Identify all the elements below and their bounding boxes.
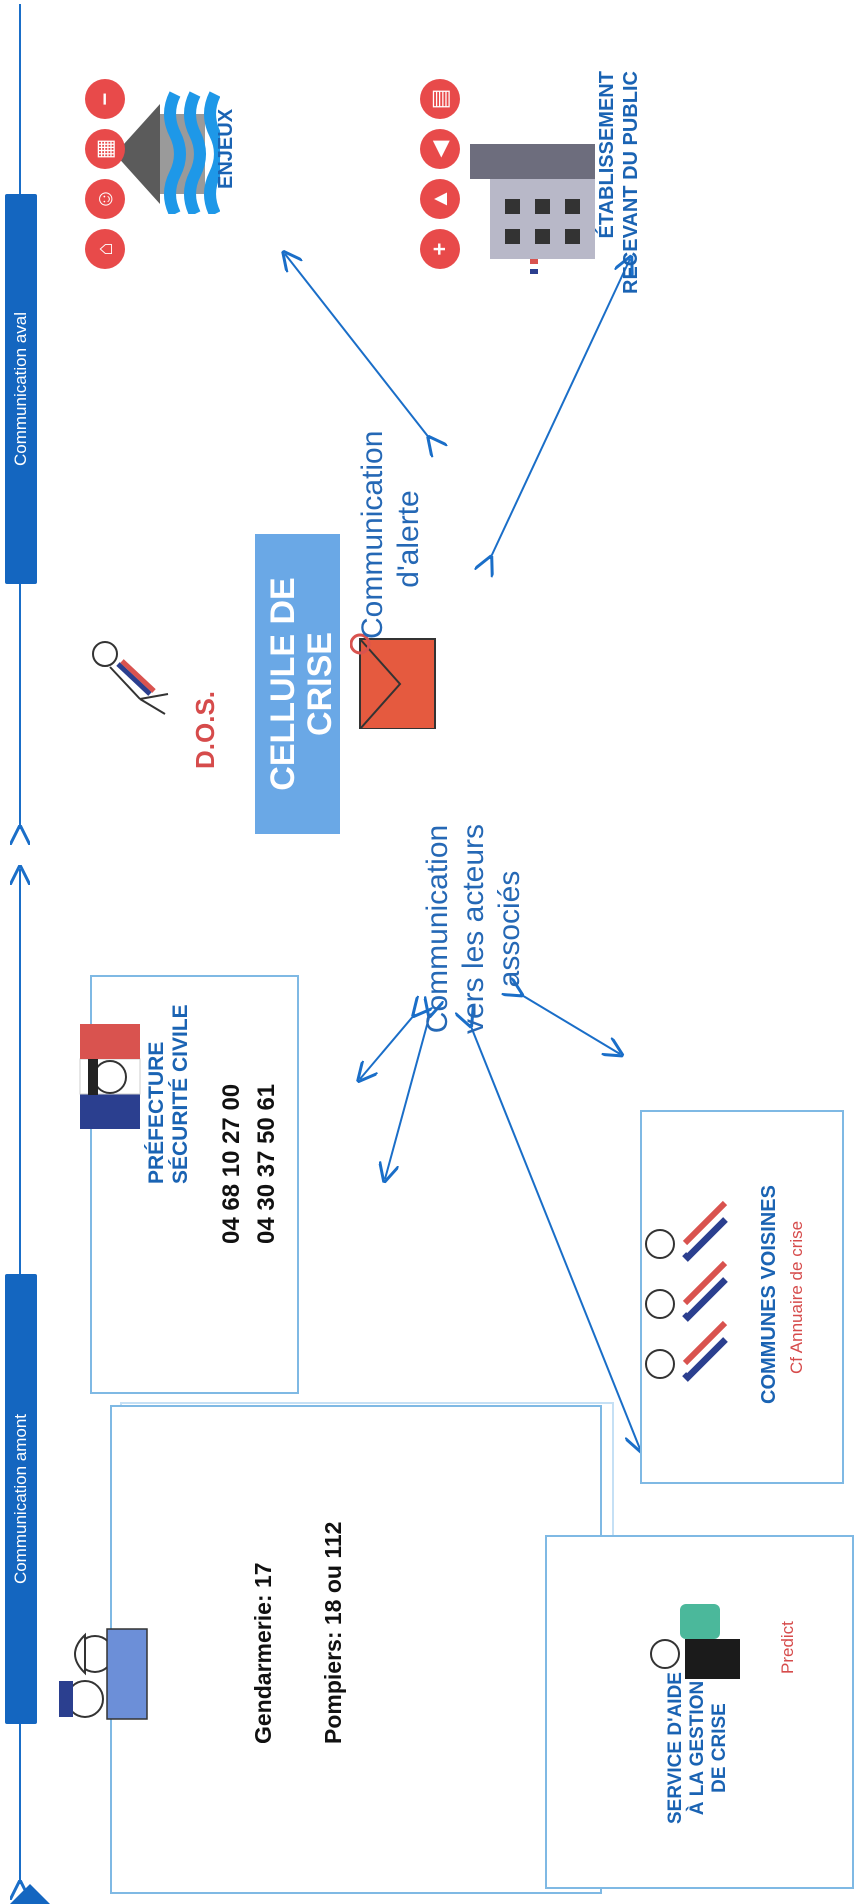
arrow-to-service [470, 1024, 640, 1449]
prefecture-title-line1: PRÉFECTURE [145, 1041, 168, 1184]
no-entry-icon: − [85, 79, 125, 119]
erp-label: ÉTABLISSEMENT RECEVANT DU PUBLIC [595, 71, 643, 294]
erp-line2: RECEVANT DU PUBLIC [620, 71, 642, 294]
erp-building-icon [470, 144, 595, 274]
prefecture-title: PRÉFECTURE SÉCURITÉ CIVILE [145, 1004, 193, 1184]
cellule-line1: CELLULE DE CRISE [264, 577, 340, 791]
tent-icon: ◀ [420, 129, 460, 169]
enjeux-label: ENJEUX [215, 108, 237, 189]
family-icon: ☺ [85, 179, 125, 219]
maire-icon [92, 641, 169, 715]
service-title: SERVICE D'AIDE À LA GESTION DE CRISE [665, 1672, 731, 1824]
amont-label: Communication amont [11, 1413, 30, 1585]
operator-icon [650, 1604, 740, 1679]
cross-icon: + [420, 229, 460, 269]
envelope-icon [350, 633, 436, 729]
shopping-icon: ▤ [420, 79, 460, 119]
comm-alerte: Communication d'alerte [355, 430, 427, 639]
corner-marker [10, 1884, 50, 1904]
enjeux-icon-row: ⌂ ☺ ▦ − [85, 79, 125, 269]
erp-service-icons: + ▲ ◀ ▤ [420, 79, 460, 269]
arrow-to-enjeux [285, 254, 430, 439]
aval-bar: Communication aval [5, 194, 37, 584]
service-note: Predict [778, 1621, 797, 1674]
pompiers-text: Pompiers: 18 ou 112 [320, 1521, 346, 1744]
arrow-to-communes [520, 994, 620, 1054]
house-icon: ⌂ [85, 229, 125, 269]
comm-alerte-line2: d'alerte [392, 490, 425, 588]
service-title-line1: SERVICE D'AIDE [665, 1672, 686, 1824]
prefecture-title-line2: SÉCURITÉ CIVILE [169, 1004, 193, 1184]
comm-acteurs-line2: vers les acteurs [457, 823, 490, 1035]
aval-label: Communication aval [11, 312, 30, 467]
comm-acteurs-line3: associés [493, 870, 526, 988]
elus-icon [645, 1200, 728, 1382]
prefet-icon [79, 1024, 141, 1129]
arrow-to-prefecture [360, 1014, 415, 1079]
cellule-badge: CELLULE DE CRISE MUNICIPALE [255, 534, 377, 834]
arrow-to-emergency [385, 1014, 430, 1179]
communes-note: Cf Annuaire de crise [787, 1220, 806, 1374]
prefecture-phones: 04 68 10 27 00 04 30 37 50 61 [215, 1084, 285, 1244]
prefecture-phone-1: 04 68 10 27 00 [218, 1083, 245, 1244]
amont-bar: Communication amont [5, 1274, 37, 1724]
comm-alerte-line1: Communication [356, 430, 389, 639]
service-title-line2: À LA GESTION [686, 1680, 708, 1816]
school-icon: ▲ [420, 179, 460, 219]
dos-label: D.O.S. [190, 690, 220, 769]
erp-line1: ÉTABLISSEMENT [596, 71, 618, 239]
communes-title: COMMUNES VOISINES [758, 1185, 780, 1404]
building-icon: ▦ [85, 129, 125, 169]
gendarme-pompier-icon [59, 1628, 148, 1720]
emergency-box [110, 1405, 602, 1894]
gendarmerie-text: Gendarmerie: 17 [250, 1562, 276, 1744]
flooded-house-icon [115, 91, 220, 214]
arrow-to-erp [490, 259, 630, 559]
service-title-line3: DE CRISE [708, 1703, 730, 1793]
comm-acteurs-line1: Communication [421, 824, 454, 1034]
prefecture-phone-2: 04 30 37 50 61 [252, 1083, 280, 1244]
comm-acteurs: Communication vers les acteurs associés [420, 809, 528, 1049]
